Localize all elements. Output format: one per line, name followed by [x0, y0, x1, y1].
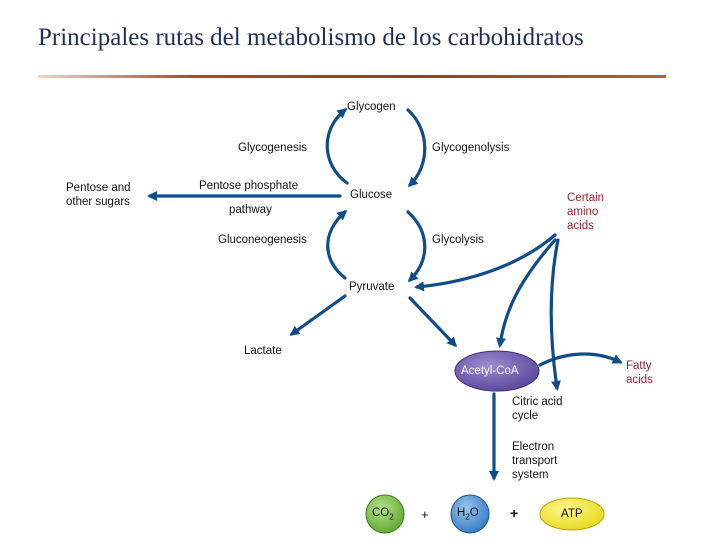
arrow-glycolysis — [406, 210, 427, 283]
slide-title: Principales rutas del metabolismo de los… — [38, 24, 584, 51]
glycolysis-label: Glycolysis — [432, 234, 484, 246]
pyruvate-label: Pyruvate — [349, 281, 395, 293]
arrow-pyruvate-acetylcoa — [408, 296, 458, 348]
acetyl-coa-node — [454, 350, 540, 392]
glucose-label: Glucose — [350, 189, 393, 201]
pentose-pathway-line1: Pentose phosphate — [199, 180, 299, 192]
glycogenolysis-label: Glycogenolysis — [432, 142, 510, 154]
h2o-label: H2O — [457, 506, 479, 524]
acetyl-coa-label: Acetyl-CoA — [461, 365, 519, 377]
plus-sign-1: + — [421, 507, 429, 522]
gluconeogenesis-label: Gluconeogenesis — [218, 234, 307, 246]
fatty-acids-line1: Fatty — [626, 360, 652, 372]
atp-label: ATP — [561, 508, 583, 520]
lactate-label: Lactate — [244, 345, 282, 357]
ets-line3: system — [512, 469, 549, 481]
co2-subscript: 2 — [389, 512, 394, 522]
co2-label: CO2 — [372, 506, 394, 524]
arrow-amino-citric — [549, 238, 561, 391]
arrow-glycogenesis — [325, 108, 349, 185]
arrow-glycogenolysis — [406, 108, 427, 188]
arrow-amino-acetylcoa — [496, 238, 557, 348]
co2-text: CO — [372, 507, 390, 519]
citric-acid-line1: Citric acid — [512, 396, 563, 408]
glycogenesis-label: Glycogenesis — [238, 142, 308, 154]
amino-acids-line3: acids — [567, 220, 594, 232]
arrow-acetylcoa-fatty — [538, 352, 623, 367]
fatty-acids-line2: acids — [626, 374, 653, 386]
arrow-amino-pyruvate — [414, 233, 557, 292]
atp-node — [539, 497, 605, 531]
co2-node — [365, 494, 405, 534]
amino-acids-line1: Certain — [567, 192, 605, 204]
h2o-h: H — [457, 507, 466, 519]
plus-sign-2: + — [510, 505, 519, 521]
ets-line2: transport — [512, 455, 558, 467]
arrow-gluconeogenesis — [326, 210, 348, 280]
arrow-pyruvate-lactate — [289, 294, 347, 336]
h2o-node — [450, 494, 490, 534]
pentose-pathway-line2: pathway — [229, 204, 272, 216]
amino-acids-line2: amino — [567, 206, 599, 218]
title-divider — [38, 75, 666, 78]
pentose-sugars-line2: other sugars — [66, 196, 130, 208]
pentose-sugars-line1: Pentose and — [66, 182, 131, 194]
h2o-subscript: 2 — [465, 512, 470, 522]
h2o-o: O — [469, 507, 479, 519]
glycogen-label: Glycogen — [347, 101, 396, 113]
ets-line1: Electron — [512, 441, 555, 453]
citric-acid-line2: cycle — [512, 410, 539, 422]
